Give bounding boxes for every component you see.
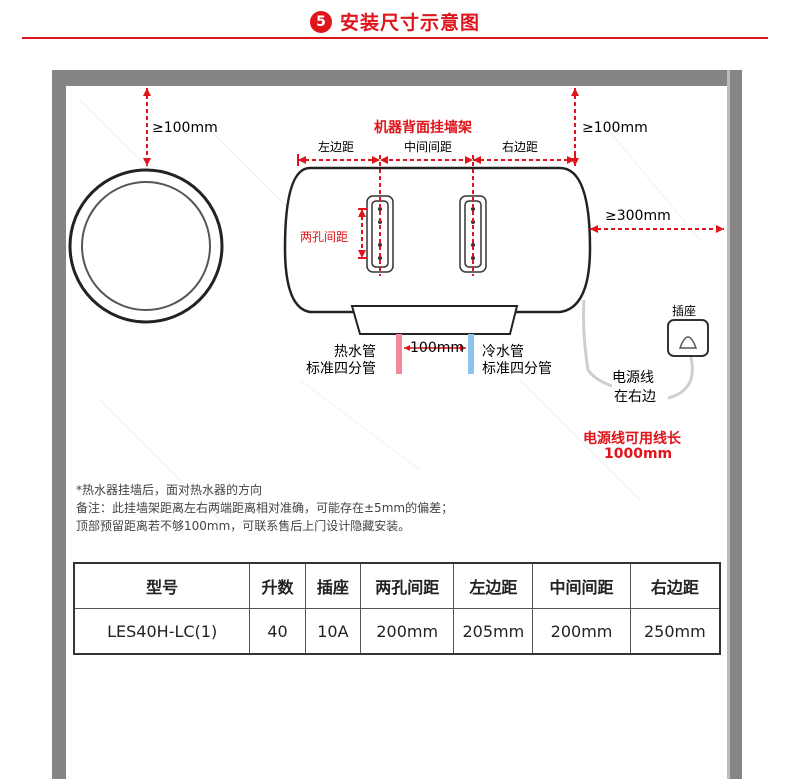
cord-position-line1: 电源线 <box>612 370 654 386</box>
section-header: 5 安装尺寸示意图 <box>0 8 790 35</box>
power-cord <box>582 299 694 400</box>
cord-length-line2: 1000mm <box>604 446 673 462</box>
cold-pipe-label: 冷水管 <box>482 344 524 360</box>
header-cell: 升数 <box>249 562 306 609</box>
top-clearance-right-label: ≥100mm <box>582 120 648 136</box>
note-line-1: *热水器挂墙后，面对热水器的方向 <box>76 483 263 497</box>
hot-pipe-label: 热水管 <box>334 344 376 360</box>
header-cell: 中间间距 <box>532 562 631 609</box>
right-clearance-label: ≥300mm <box>605 208 671 224</box>
hole-spacing-label: 两孔间距 <box>300 230 349 244</box>
note-line-3: 顶部预留距离若不够100mm，可联系售后上门设计隐藏安装。 <box>76 519 411 533</box>
left-distance-label: 左边距 <box>318 140 355 154</box>
hot-pipe-spec: 标准四分管 <box>306 361 376 377</box>
pipe-spacing-label: 100mm <box>410 340 464 356</box>
capacity-cell: 40 <box>249 608 306 655</box>
table-row: LES40H-LC(1) 40 10A 200mm 205mm 200mm 25… <box>73 608 721 655</box>
cord-position-line2: 在右边 <box>614 389 656 405</box>
header-cell: 两孔间距 <box>360 562 455 609</box>
header-cell: 插座 <box>304 562 362 609</box>
wall-frame <box>52 70 742 779</box>
table-header-row: 型号 升数 插座 两孔间距 左边距 中间间距 右边距 <box>73 562 721 609</box>
header-divider <box>22 37 768 39</box>
header-cell: 右边距 <box>629 562 721 609</box>
heater-body <box>283 166 592 335</box>
cold-pipe-spec: 标准四分管 <box>482 361 552 377</box>
section-title: 安装尺寸示意图 <box>339 12 480 34</box>
section-number-badge: 5 <box>309 10 332 33</box>
hole-spacing-cell: 200mm <box>360 608 455 655</box>
socket-cell: 10A <box>304 608 362 655</box>
header-cell: 型号 <box>73 562 251 609</box>
socket-label: 插座 <box>672 304 697 318</box>
cold-pipe <box>468 334 474 374</box>
bracket-title: 机器背面挂墙架 <box>374 120 472 136</box>
right-distance-label: 右边距 <box>502 140 539 154</box>
cord-length-line1: 电源线可用线长 <box>583 431 681 447</box>
left-distance-cell: 205mm <box>453 608 534 655</box>
middle-distance-label: 中间间距 <box>404 140 453 154</box>
hot-pipe <box>396 334 402 374</box>
top-clearance-left-label: ≥100mm <box>152 120 218 136</box>
spec-table: 型号 升数 插座 两孔间距 左边距 中间间距 右边距 LES40H-LC(1) … <box>73 562 721 655</box>
header-cell: 左边距 <box>453 562 534 609</box>
model-cell: LES40H-LC(1) <box>73 608 251 655</box>
middle-distance-cell: 200mm <box>532 608 631 655</box>
heater-side-view <box>68 168 224 324</box>
note-line-2: 备注：此挂墙架距离左右两端距离相对准确，可能存在±5mm的偏差； <box>76 501 454 515</box>
right-distance-cell: 250mm <box>629 608 721 655</box>
